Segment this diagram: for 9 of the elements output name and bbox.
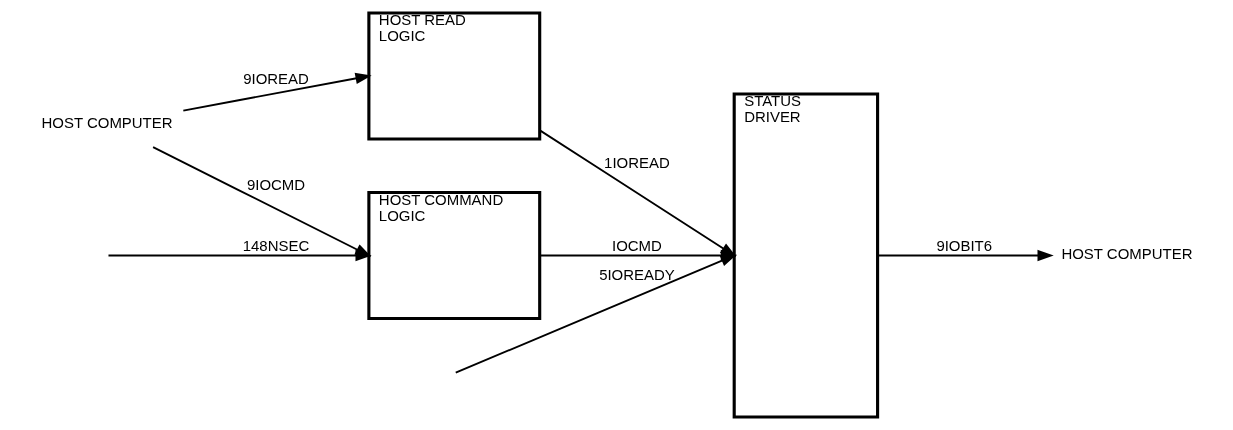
edge-label: 9IOCMD	[246, 176, 305, 194]
node-text: HOST COMPUTER	[1060, 245, 1192, 263]
edge-label: 5IOREADY	[598, 265, 675, 283]
edge-label: 148NSEC	[242, 237, 309, 255]
node-text: HOST COMPUTER	[41, 114, 173, 132]
edge-label: 9IOREAD	[242, 70, 309, 88]
edge-label: 9IOBIT6	[935, 237, 992, 255]
edge-label: IOCMD	[611, 237, 662, 255]
edge-label: 1IOREAD	[603, 153, 670, 171]
